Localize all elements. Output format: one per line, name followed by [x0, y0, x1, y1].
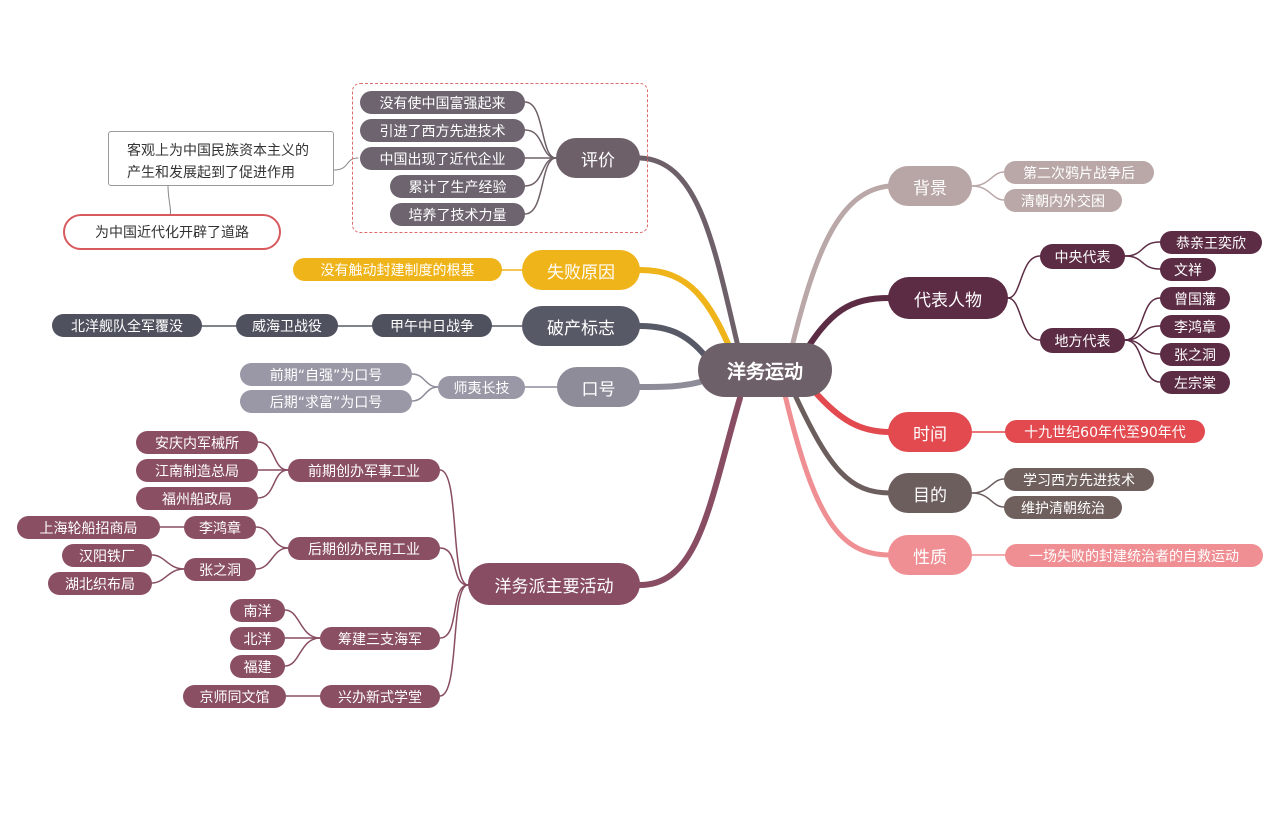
topic-representatives[interactable]: 代表人物	[888, 277, 1008, 319]
activity-item[interactable]: 安庆内军械所	[136, 431, 258, 454]
evaluation-item[interactable]: 培养了技术力量	[390, 203, 525, 226]
topic-slogan[interactable]: 口号	[557, 367, 640, 407]
root-topic[interactable]: 洋务运动	[698, 343, 832, 397]
representative-name[interactable]: 张之洞	[1160, 343, 1230, 366]
evaluation-note[interactable]: 客观上为中国民族资本主义的 产生和发展起到了促进作用	[108, 131, 334, 186]
nature-item[interactable]: 一场失败的封建统治者的自救运动	[1005, 544, 1263, 567]
representative-name[interactable]: 曾国藩	[1160, 287, 1230, 310]
connector-purpose	[792, 392, 893, 496]
connector-nature	[782, 392, 893, 558]
connector-activities	[637, 395, 743, 588]
time-item[interactable]: 十九世纪60年代至90年代	[1005, 420, 1205, 443]
topic-evaluation[interactable]: 评价	[556, 138, 640, 178]
purpose-item[interactable]: 学习西方先进技术	[1004, 468, 1154, 491]
representative-name[interactable]: 李鸿章	[1160, 315, 1230, 338]
representative-name[interactable]: 文祥	[1160, 258, 1216, 281]
activity-category[interactable]: 前期创办军事工业	[288, 459, 440, 482]
topic-bankruptcy[interactable]: 破产标志	[522, 306, 640, 346]
connector-bankruptcy	[637, 323, 713, 365]
activity-category[interactable]: 后期创办民用工业	[288, 537, 440, 560]
background-item[interactable]: 第二次鸦片战争后	[1004, 161, 1154, 184]
activity-item[interactable]: 上海轮船招商局	[17, 516, 160, 539]
activity-person[interactable]: 张之洞	[184, 558, 256, 581]
bankruptcy-item[interactable]: 北洋舰队全军覆没	[52, 314, 202, 337]
representative-name[interactable]: 恭亲王奕欣	[1160, 231, 1262, 254]
connector-evaluation	[637, 155, 743, 358]
connector-failure	[637, 267, 738, 363]
topic-nature[interactable]: 性质	[888, 535, 972, 575]
evaluation-summary-pill[interactable]: 为中国近代化开辟了道路	[63, 214, 281, 250]
evaluation-item[interactable]: 没有使中国富强起来	[360, 91, 525, 114]
connector-slogan	[637, 379, 703, 390]
topic-background[interactable]: 背景	[888, 166, 972, 206]
bankruptcy-item[interactable]: 威海卫战役	[236, 314, 338, 337]
activity-item[interactable]: 福州船政局	[136, 487, 258, 510]
slogan-item[interactable]: 前期“自强”为口号	[240, 363, 412, 386]
evaluation-note-line: 客观上为中国民族资本主义的	[127, 143, 309, 159]
evaluation-item[interactable]: 累计了生产经验	[390, 175, 525, 198]
connector-background	[787, 183, 893, 358]
activity-category[interactable]: 兴办新式学堂	[320, 685, 440, 708]
activity-category[interactable]: 筹建三支海军	[320, 627, 440, 650]
topic-purpose[interactable]: 目的	[888, 473, 972, 513]
background-item[interactable]: 清朝内外交困	[1004, 189, 1122, 212]
local-representatives[interactable]: 地方代表	[1040, 328, 1125, 353]
activity-item[interactable]: 江南制造总局	[136, 459, 258, 482]
activity-item[interactable]: 福建	[230, 655, 285, 678]
purpose-item[interactable]: 维护清朝统治	[1004, 496, 1122, 519]
activity-item[interactable]: 汉阳铁厂	[62, 544, 152, 567]
activity-item[interactable]: 南洋	[230, 599, 285, 622]
topic-time[interactable]: 时间	[888, 412, 972, 452]
bankruptcy-item[interactable]: 甲午中日战争	[372, 314, 492, 337]
evaluation-item[interactable]: 引进了西方先进技术	[360, 119, 525, 142]
evaluation-item[interactable]: 中国出现了近代企业	[360, 147, 525, 170]
evaluation-boundary	[352, 83, 648, 233]
slogan-sub[interactable]: 师夷长技	[438, 376, 525, 399]
activity-item[interactable]: 北洋	[230, 627, 285, 650]
failure-item[interactable]: 没有触动封建制度的根基	[293, 258, 502, 281]
activity-item[interactable]: 湖北织布局	[48, 572, 152, 595]
connector-time	[812, 389, 893, 435]
slogan-item[interactable]: 后期“求富”为口号	[240, 390, 412, 413]
topic-activities[interactable]: 洋务派主要活动	[468, 563, 640, 605]
topic-failure[interactable]: 失败原因	[522, 250, 640, 290]
representative-name[interactable]: 左宗棠	[1160, 371, 1230, 394]
activity-item[interactable]: 京师同文馆	[183, 685, 286, 708]
activity-person[interactable]: 李鸿章	[184, 516, 256, 539]
central-representatives[interactable]: 中央代表	[1040, 244, 1125, 269]
evaluation-note-line: 产生和发展起到了促进作用	[127, 165, 295, 181]
